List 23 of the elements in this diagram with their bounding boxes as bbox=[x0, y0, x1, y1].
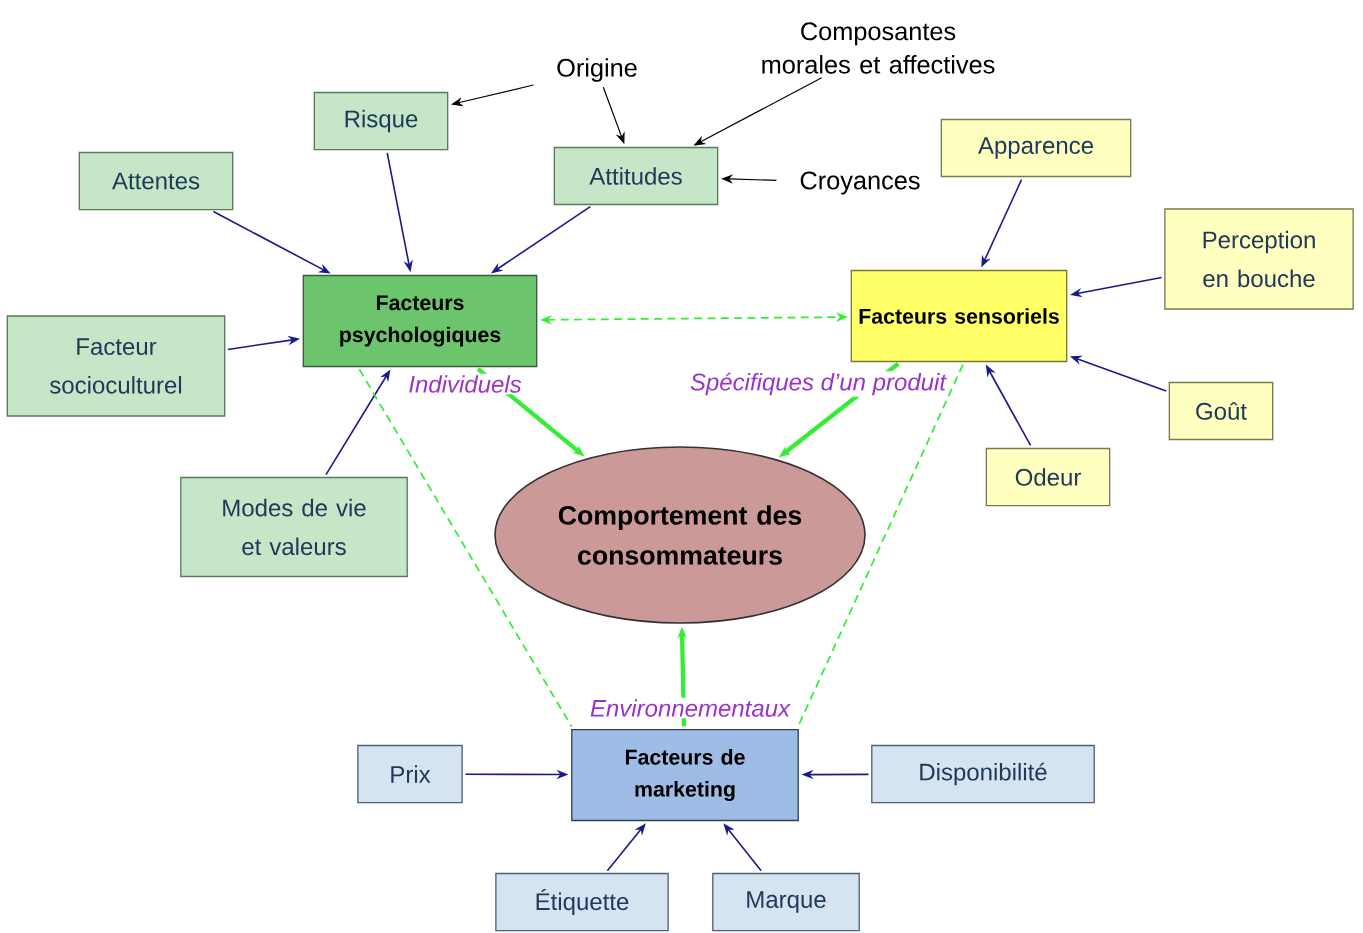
factor-box: Attentes bbox=[78, 151, 234, 211]
factor-box: Apparence bbox=[940, 118, 1132, 178]
factor-box: Odeur bbox=[985, 447, 1111, 507]
factor-box: Facteur socioculturel bbox=[6, 315, 226, 417]
factor-box: Marque bbox=[712, 872, 860, 932]
factor-box: Disponibilité bbox=[871, 744, 1095, 804]
factor-box: Attitudes bbox=[553, 146, 719, 206]
factor-box: Étiquette bbox=[495, 872, 669, 932]
main-factor-box: Facteurs de marketing bbox=[571, 728, 799, 822]
category-label: Spécifiques d’un produit bbox=[688, 371, 948, 397]
category-label: Individuels bbox=[406, 373, 524, 395]
factor-box: Modes de vie et valeurs bbox=[180, 476, 408, 578]
dashed-line bbox=[358, 368, 573, 728]
factor-box: Perception en bouche bbox=[1164, 208, 1354, 310]
main-factor-box: Facteurs sensoriels bbox=[850, 269, 1068, 363]
main-factor-box: Facteurs psychologiques bbox=[302, 274, 538, 368]
factor-box: Prix bbox=[357, 744, 463, 804]
label-text: Composantes morales et affectives bbox=[762, 22, 995, 74]
label-text: Origine bbox=[557, 58, 637, 82]
label-text: Croyances bbox=[800, 171, 920, 195]
factor-box: Goût bbox=[1168, 381, 1274, 441]
category-label: Environnementaux bbox=[588, 697, 792, 719]
factor-box: Risque bbox=[313, 91, 449, 151]
